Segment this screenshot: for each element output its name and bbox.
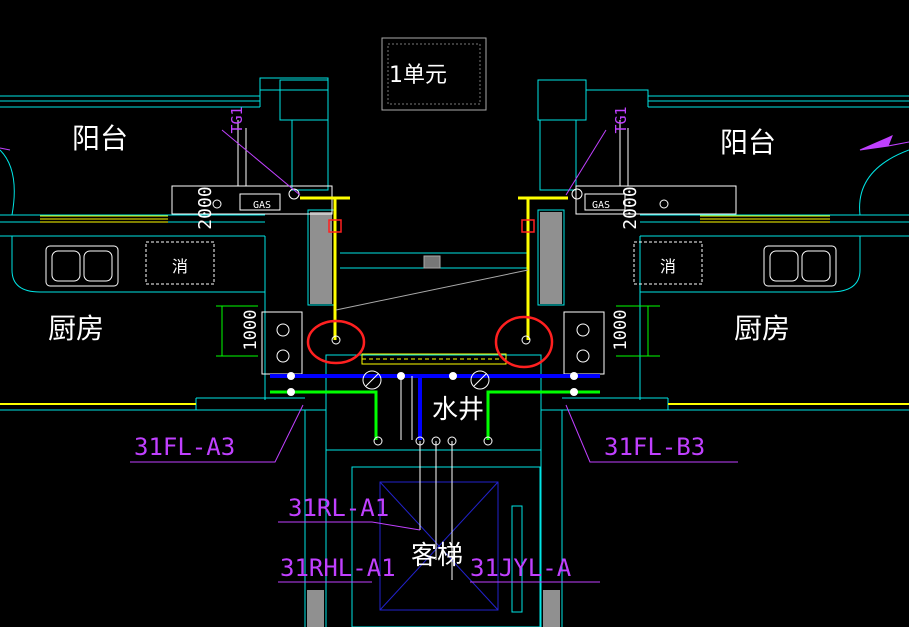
tag-leaders: [130, 404, 738, 583]
gas-label-right: GAS: [592, 200, 610, 211]
concrete-fill: [307, 212, 562, 627]
misc-lines: [335, 255, 529, 311]
railings: [0, 215, 909, 405]
highlight-centers: [331, 335, 531, 345]
branch-pipes: [270, 390, 600, 440]
room-kitchen-left: 厨房: [48, 312, 104, 345]
tg-label-left: TG1: [228, 106, 246, 133]
highlight-circles: [306, 315, 554, 369]
gas-assembly-right: [571, 120, 737, 215]
tag-31fl-b3: 31FL-B3: [604, 433, 705, 461]
dim-2000-right: 2000: [620, 186, 641, 229]
dim-1000-right: 1000: [611, 310, 631, 351]
walls: [0, 77, 909, 627]
shaft-hatch: [361, 353, 507, 365]
balcony-arrows: [0, 135, 909, 151]
tag-31rl-a1: 31RL-A1: [288, 494, 389, 522]
room-kitchen-right: 厨房: [734, 312, 790, 345]
unit-label: 1单元: [389, 63, 447, 88]
room-balcony-right: 阳台: [720, 126, 776, 159]
dim-lines: [216, 305, 660, 357]
red-markers: [328, 219, 535, 233]
gas-assembly-left: [171, 120, 333, 215]
fire-box-right: 消: [633, 241, 703, 285]
gas-label-left: GAS: [253, 200, 271, 211]
highlight-circle-left: [306, 319, 366, 365]
tag-31rhl-a1: 31RHL-A1: [280, 554, 396, 582]
dim-1000-left: 1000: [241, 310, 261, 351]
drop-lines: [362, 370, 493, 580]
drain-pipes: [270, 374, 600, 440]
dim-2000-left: 2000: [195, 186, 216, 229]
sink-right: [763, 245, 837, 287]
tg-leaders: [221, 129, 607, 196]
elevator-car: [379, 481, 499, 611]
fire-box-left: 消: [145, 241, 215, 285]
tg-label-right: TG1: [612, 106, 630, 133]
highlight-circle-right: [494, 315, 554, 369]
fire-label-right: 消: [660, 257, 676, 276]
room-elevator: 客梯: [411, 541, 463, 571]
fire-label-left: 消: [172, 257, 188, 276]
room-balcony-left: 阳台: [72, 122, 128, 155]
room-water-shaft: 水井: [432, 395, 484, 425]
sink-left: [45, 245, 119, 287]
tag-31fl-a3: 31FL-A3: [134, 433, 235, 461]
unit-label-box: 1单元: [381, 37, 487, 111]
tag-31jyl-a: 31JYL-A: [470, 554, 572, 582]
